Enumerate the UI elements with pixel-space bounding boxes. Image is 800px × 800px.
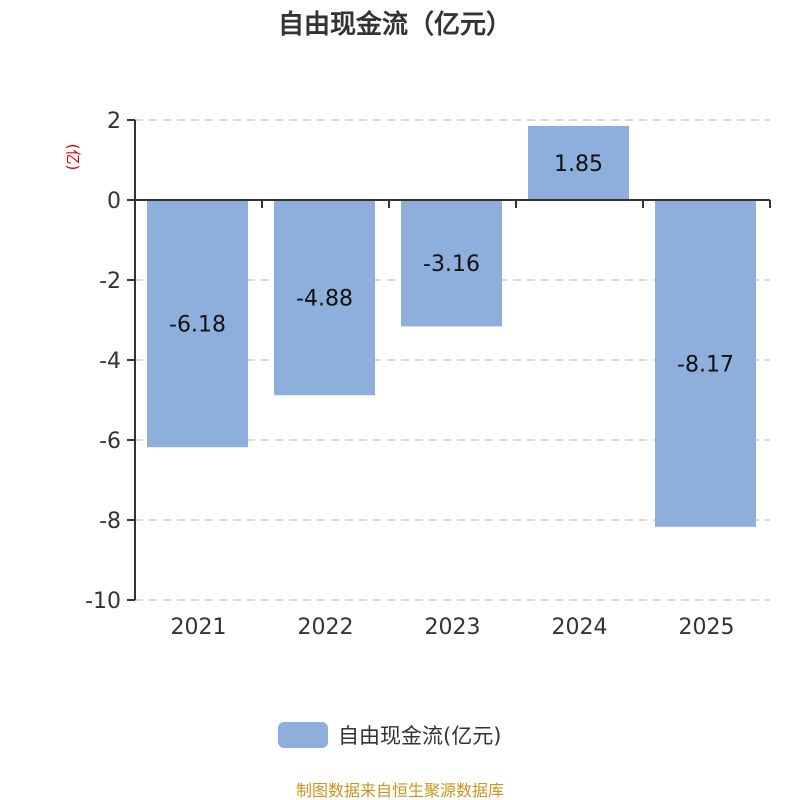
bar-2023 — [401, 200, 502, 327]
bar-2021 — [147, 200, 248, 448]
legend: 自由现金流(亿元) — [278, 722, 501, 748]
x-tick-label: 2021 — [171, 615, 227, 640]
source-note: 制图数据来自恒生聚源数据库 — [296, 781, 504, 800]
legend-swatch — [278, 722, 328, 748]
y-tick-label: 2 — [107, 109, 121, 134]
data-label: -6.18 — [169, 313, 226, 338]
bar-2022 — [274, 200, 375, 396]
bar-2025 — [655, 200, 756, 527]
x-tick-label: 2022 — [298, 615, 354, 640]
y-tick-label: -6 — [99, 429, 121, 454]
bar-2024 — [528, 126, 629, 200]
y-tick-label: -8 — [99, 509, 121, 534]
y-tick-label: -4 — [99, 349, 121, 374]
data-label: 1.85 — [554, 152, 603, 177]
x-tick-label: 2023 — [425, 615, 481, 640]
x-tick-label: 2025 — [679, 615, 735, 640]
legend-label: 自由现金流(亿元) — [338, 724, 501, 748]
data-label: -4.88 — [296, 287, 353, 312]
data-label: -8.17 — [677, 352, 734, 377]
y-tick-label: -2 — [99, 269, 121, 294]
chart-title: 自由现金流（亿元） — [278, 9, 512, 40]
y-tick-label: 0 — [107, 189, 121, 214]
y-tick-label: -10 — [85, 589, 121, 614]
x-tick-label: 2024 — [552, 615, 608, 640]
data-label: -3.16 — [423, 252, 480, 277]
y-axis-label: (亿) — [64, 144, 82, 171]
